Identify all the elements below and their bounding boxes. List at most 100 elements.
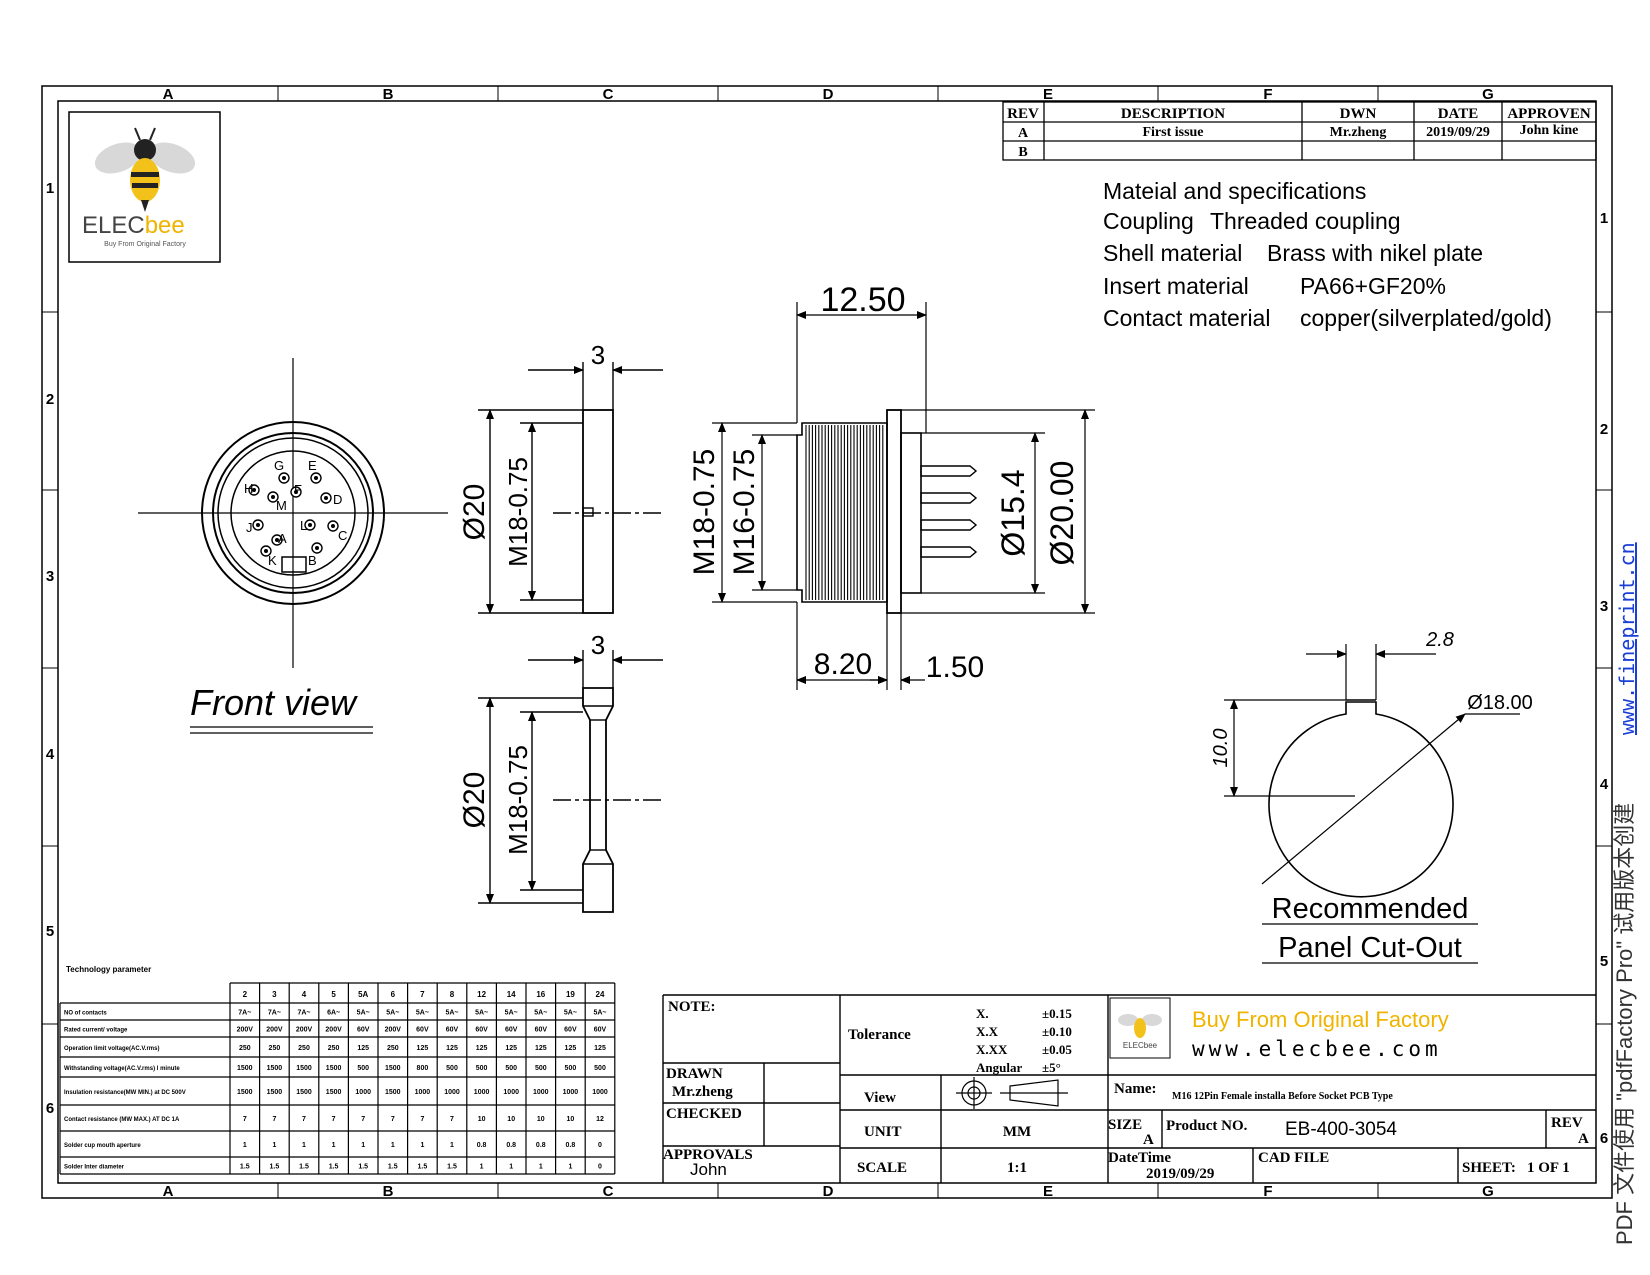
pin-contact-center xyxy=(331,524,335,528)
spec-contact-value: copper(silverplated/gold) xyxy=(1300,305,1552,331)
pin-letters: G E H F D M J L C A K B xyxy=(244,458,347,568)
border-col-label-e: E xyxy=(1043,1183,1053,1200)
border-row-label-right-6: 6 xyxy=(1600,1130,1608,1147)
border-col-label-f: F xyxy=(1263,1183,1272,1200)
rev-header-rev: REV xyxy=(1007,106,1039,122)
pin-contact-center xyxy=(256,523,260,527)
tech-cell: 0.8 xyxy=(477,1142,487,1149)
tb-cad-label: CAD FILE xyxy=(1258,1150,1329,1166)
pin-contact-center xyxy=(282,476,286,480)
title-block xyxy=(662,994,1596,1183)
tech-row-label: Operation limit voltage(AC.V.rms) xyxy=(64,1046,159,1052)
tb-scale-value: 1:1 xyxy=(1007,1160,1027,1176)
pin-letter-h: H xyxy=(244,481,253,496)
tb-drawn-by: Mr.zheng xyxy=(672,1084,733,1100)
tb-product-value: EB-400-3054 xyxy=(1285,1119,1397,1140)
tech-cell: 125 xyxy=(446,1045,458,1052)
tech-cell: 1.5 xyxy=(418,1164,428,1171)
side-view-top xyxy=(478,362,663,614)
tech-cell: 5A~ xyxy=(505,1010,518,1017)
tech-cell: 1 xyxy=(332,1142,336,1149)
tb-slogan: Buy From Original Factory xyxy=(1192,1007,1449,1032)
tol-key-0: X. xyxy=(976,1006,989,1021)
tech-table-title: Technology parameter xyxy=(66,965,151,974)
border-row-label-left-4: 4 xyxy=(46,746,55,763)
tech-cell: 1.5 xyxy=(299,1164,309,1171)
rev-row-a-description: First issue xyxy=(1142,125,1203,140)
logo-brand-prefix: ELEC xyxy=(82,212,145,239)
panel-cutout xyxy=(1224,644,1520,898)
pin-letter-g: G xyxy=(274,458,284,473)
border-col-label-c: C xyxy=(603,1183,614,1200)
tech-cell: 7A~ xyxy=(238,1010,251,1017)
dim-main-thread-inner: M16-0.75 xyxy=(728,449,761,576)
pin-contact-center xyxy=(275,538,279,542)
pin-letter-c: C xyxy=(338,528,347,543)
pin-letter-b: B xyxy=(308,553,317,568)
tech-cell: 0.8 xyxy=(536,1142,546,1149)
tb-view-label: View xyxy=(864,1090,896,1106)
tech-cell: 250 xyxy=(239,1045,251,1052)
tech-cell: 1 xyxy=(450,1142,454,1149)
tech-row-label: NO of contacts xyxy=(64,1011,107,1017)
border-col-label-g: G xyxy=(1482,86,1494,103)
tech-cell: 1000 xyxy=(355,1089,371,1096)
tech-header-cell: 8 xyxy=(450,990,455,999)
tech-cell: 0.8 xyxy=(566,1142,576,1149)
border-col-label-a: A xyxy=(163,86,174,103)
tb-website: www.elecbee.com xyxy=(1192,1037,1442,1061)
tech-cell: 7 xyxy=(272,1116,276,1123)
revision-table: REV DESCRIPTION DWN DATE APPROVEN A Firs… xyxy=(1002,101,1597,161)
watermark-text: PDF 文件使用 "pdfFactory Pro" 试用版本创建 xyxy=(1612,803,1637,1245)
tech-cell: 60V xyxy=(416,1027,429,1034)
tech-cell: 500 xyxy=(476,1065,488,1072)
tech-header-cell: 16 xyxy=(536,990,545,999)
tech-header-cell: 4 xyxy=(302,990,307,999)
tech-cell: 1 xyxy=(272,1142,276,1149)
border-row-label-left-6: 6 xyxy=(46,1100,54,1117)
pin-letter-f: F xyxy=(294,482,302,497)
border-col-label-d: D xyxy=(823,1183,834,1200)
pin-contact-center xyxy=(324,496,328,500)
watermark-url[interactable]: www.fineprint.cn xyxy=(1615,542,1639,735)
tb-unit-value: MM xyxy=(1003,1124,1031,1140)
tech-cell: 5A~ xyxy=(593,1010,606,1017)
tech-cell: 7 xyxy=(243,1116,247,1123)
pin-letter-l: L xyxy=(300,518,307,533)
dim-main-length: 12.50 xyxy=(820,281,905,319)
tech-cell: 60V xyxy=(505,1027,518,1034)
tech-cell: 500 xyxy=(535,1065,547,1072)
border-col-label-e: E xyxy=(1043,86,1053,103)
tech-cell: 5A~ xyxy=(534,1010,547,1017)
rev-row-b-rev: B xyxy=(1018,145,1027,160)
tech-cell: 1500 xyxy=(385,1089,401,1096)
tech-cell: 1 xyxy=(539,1164,543,1171)
tb-unit-label: UNIT xyxy=(864,1124,902,1140)
tech-cell: 1500 xyxy=(326,1089,342,1096)
tech-cell: 1500 xyxy=(296,1089,312,1096)
tech-header-cell: 6 xyxy=(391,990,396,999)
spec-coupling-label: Coupling xyxy=(1103,208,1194,234)
tech-cell: 12 xyxy=(596,1116,604,1123)
tech-cell: 1.5 xyxy=(240,1164,250,1171)
tech-cell: 7 xyxy=(361,1116,365,1123)
tech-cell: 0.8 xyxy=(506,1142,516,1149)
tech-cell: 125 xyxy=(594,1045,606,1052)
tech-cell: 200V xyxy=(266,1027,283,1034)
tech-cell: 125 xyxy=(505,1045,517,1052)
dim-main-flange: 1.50 xyxy=(926,651,984,684)
tech-cell: 1500 xyxy=(326,1065,342,1072)
front-view xyxy=(138,358,448,668)
tech-cell: 1 xyxy=(509,1164,513,1171)
tech-header-cell: 14 xyxy=(507,990,516,999)
dim-side-top-width: 3 xyxy=(591,340,605,370)
rev-row-a-dwn: Mr.zheng xyxy=(1330,125,1387,140)
tech-cell: 1 xyxy=(391,1142,395,1149)
spec-title: Mateial and specifications xyxy=(1103,178,1366,204)
tech-cell: 1.5 xyxy=(329,1164,339,1171)
spec-coupling-value: Threaded coupling xyxy=(1210,208,1401,234)
rev-header-dwn: DWN xyxy=(1340,106,1377,122)
pin-letter-e: E xyxy=(308,458,317,473)
tech-header-cell: 19 xyxy=(566,990,575,999)
